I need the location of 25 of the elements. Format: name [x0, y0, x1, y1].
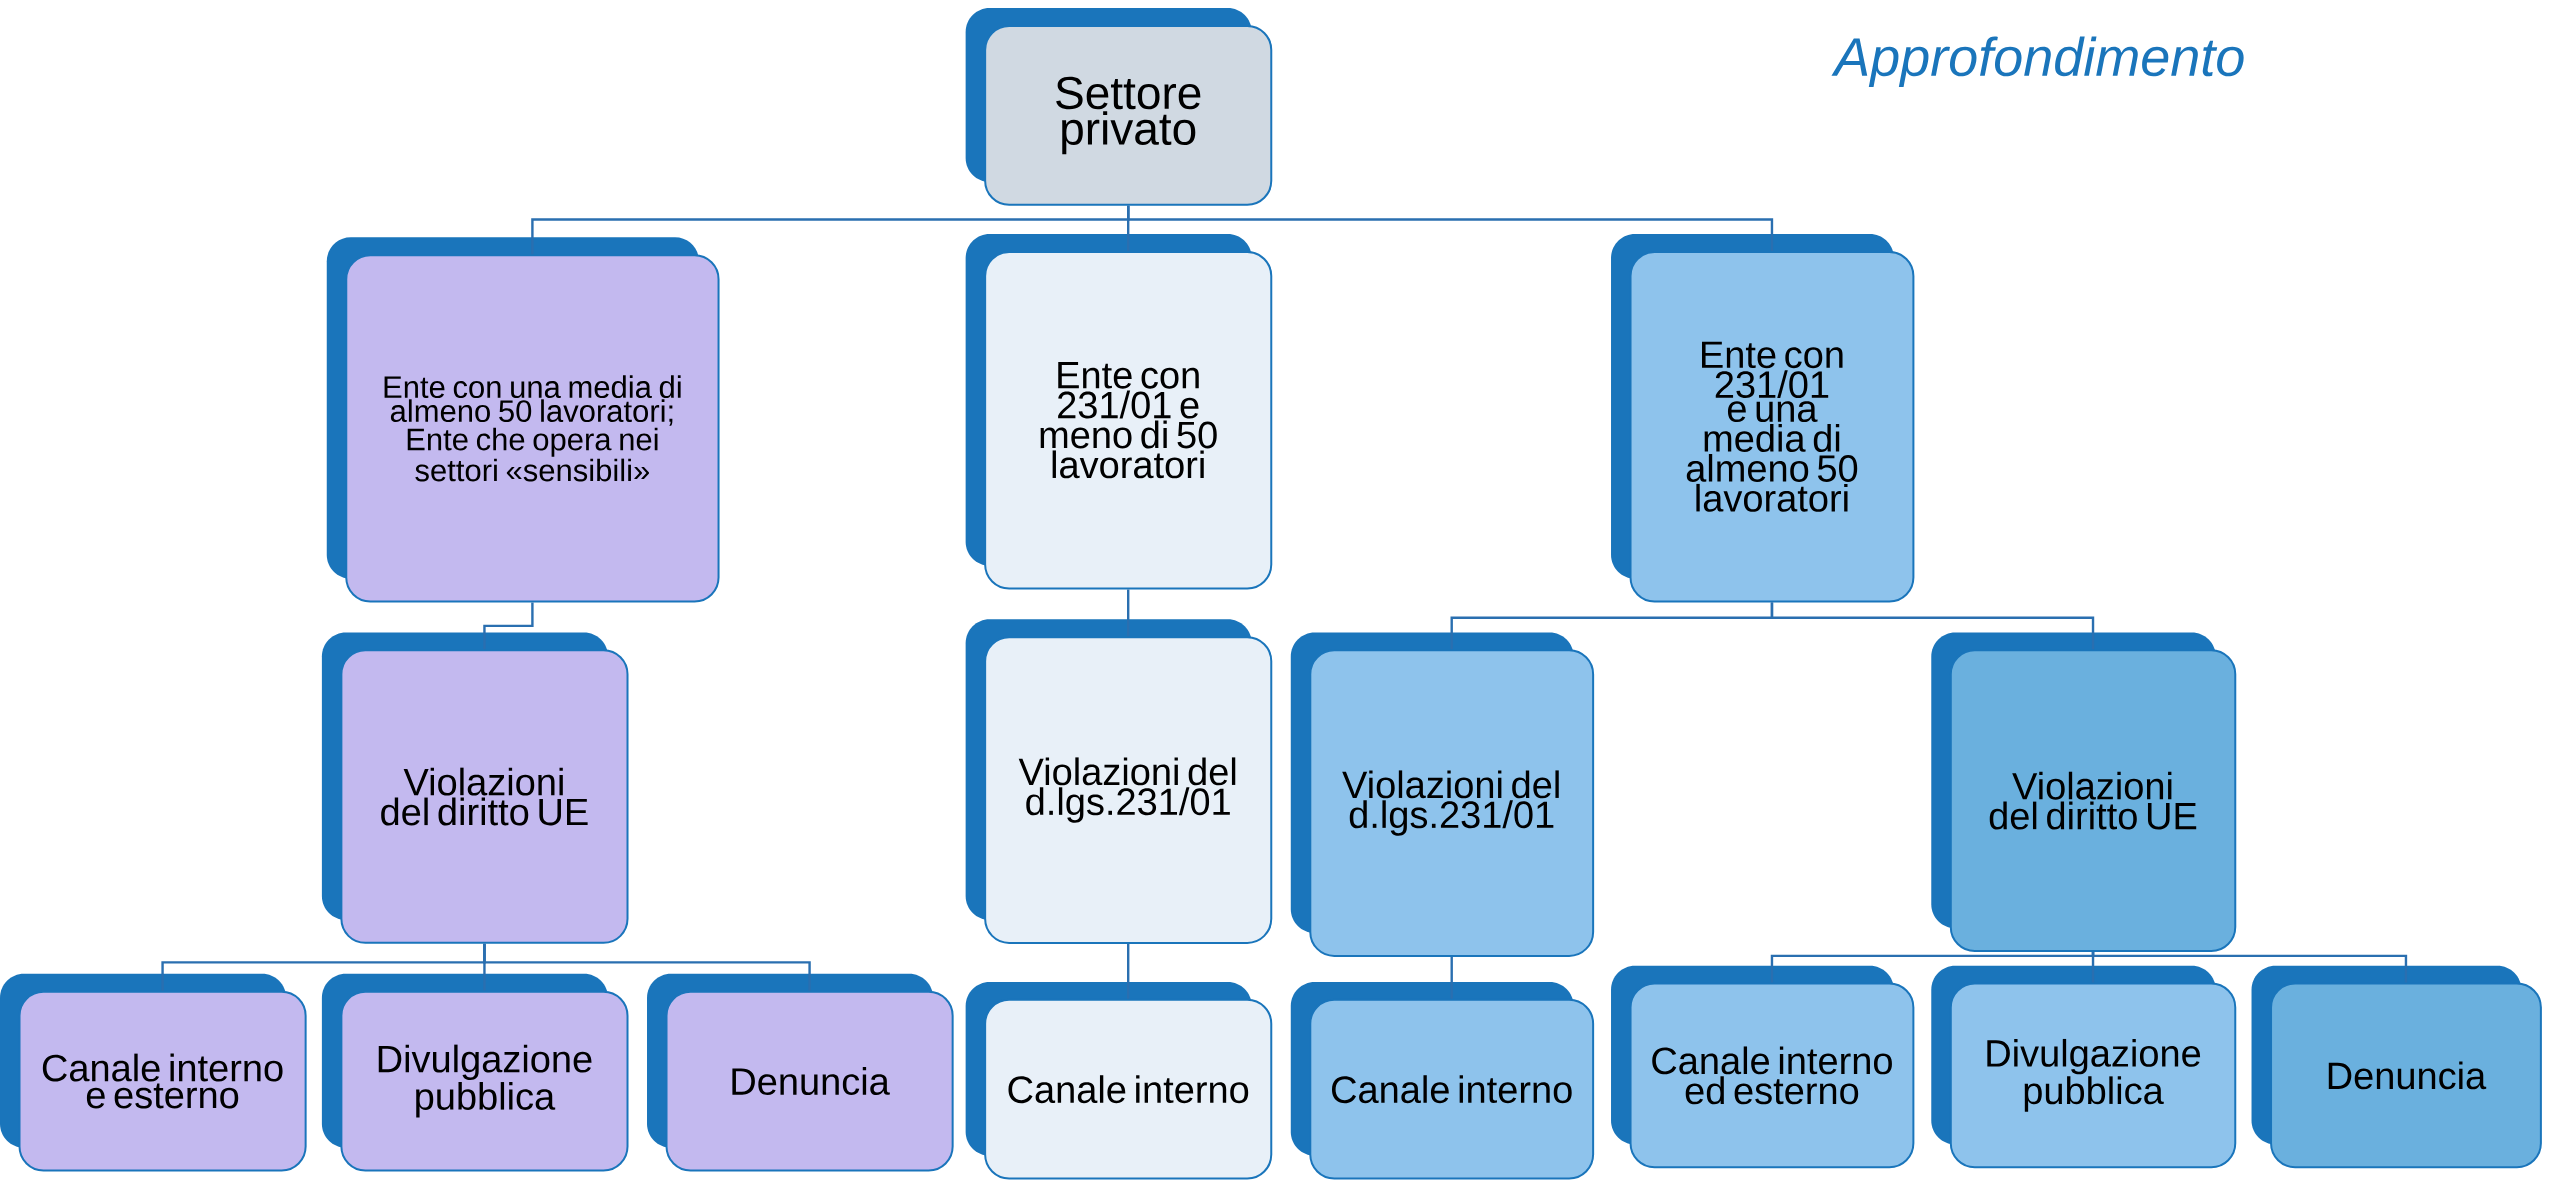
org-box: Canale interno ed esterno	[1611, 965, 1915, 1168]
org-box: Violazioni del d.lgs.231/01	[1290, 632, 1595, 957]
connector	[1127, 589, 1130, 637]
org-box: Violazioni del d.lgs.231/01	[965, 619, 1273, 944]
connector	[1450, 956, 1453, 999]
org-box: Divulgazione pubblica	[1931, 965, 2237, 1168]
org-box: Canale interno	[965, 981, 1273, 1180]
connector	[2091, 951, 2408, 983]
org-box: Ente con 231/01 e meno di 50 lavoratori	[965, 233, 1273, 590]
org-box: Ente con 231/01 e una media di almeno 50 lavoratori	[1611, 233, 1915, 603]
org-box: Canale interno e esterno	[0, 973, 307, 1172]
org-box: Violazioni del diritto UE	[321, 632, 629, 944]
org-box: Denuncia	[2251, 965, 2542, 1168]
heading: Approfondimento	[1831, 36, 2244, 87]
connector	[1127, 943, 1130, 999]
connector	[1127, 205, 1774, 251]
connector	[1770, 602, 2095, 650]
org-box: Settore privato	[965, 7, 1273, 206]
org-box: Ente con una media di almeno 50 lavoratori; Ente che opera nei settori «sensibili»	[326, 237, 720, 603]
connector	[483, 602, 534, 650]
org-box: Canale interno	[1290, 981, 1595, 1180]
org-box: Denuncia	[647, 973, 954, 1172]
org-box: Violazioni del diritto UE	[1931, 632, 2237, 952]
org-box: Divulgazione pubblica	[321, 973, 629, 1172]
connector	[483, 943, 811, 991]
